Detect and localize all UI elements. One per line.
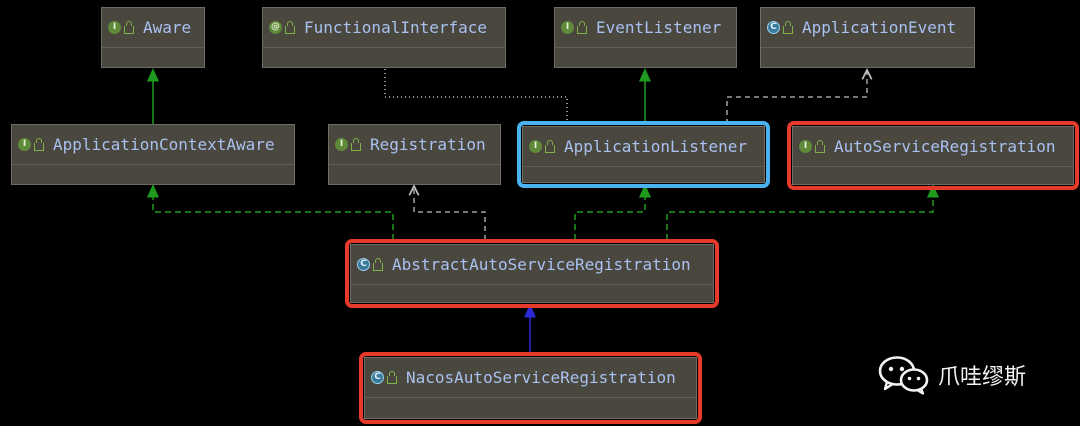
node-event-listener[interactable]: I EventListener — [554, 7, 737, 68]
interface-icon: I — [799, 140, 812, 153]
lock-icon — [545, 139, 555, 153]
annotation-icon: @ — [269, 21, 282, 34]
node-label: ApplicationEvent — [802, 18, 957, 37]
node-auto-service-registration[interactable]: I AutoServiceRegistration — [792, 126, 1074, 185]
node-abstract-auto-service-registration[interactable]: C AbstractAutoServiceRegistration — [350, 244, 714, 303]
node-registration[interactable]: I Registration — [328, 124, 501, 185]
highlight-application-listener — [517, 121, 770, 188]
edge-abstract-applicationlistener — [574, 184, 651, 240]
node-aware[interactable]: I Aware — [101, 7, 205, 68]
interface-icon: I — [529, 140, 542, 153]
interface-icon: I — [335, 138, 348, 151]
edge-applicationlistener-applicationevent — [726, 70, 867, 124]
watermark-text: 爪哇缪斯 — [938, 365, 1027, 390]
node-label: NacosAutoServiceRegistration — [406, 368, 676, 387]
node-application-context-aware[interactable]: I ApplicationContextAware — [11, 124, 295, 185]
node-label: Aware — [143, 18, 192, 37]
lock-icon — [815, 139, 825, 153]
edge-applicationlistener-functionalinterface — [384, 68, 568, 124]
node-label: ApplicationListener — [564, 137, 748, 156]
highlight-nacos-auto-service-registration — [359, 352, 702, 424]
lock-icon — [387, 370, 397, 384]
node-application-event[interactable]: C ApplicationEvent — [760, 7, 975, 68]
lock-icon — [285, 20, 295, 34]
interface-icon: I — [108, 21, 121, 34]
node-nacos-auto-service-registration[interactable]: C NacosAutoServiceRegistration — [364, 357, 697, 419]
class-icon: C — [767, 21, 780, 34]
node-application-listener[interactable]: I ApplicationListener — [522, 126, 765, 183]
lock-icon — [351, 137, 361, 151]
lock-icon — [34, 137, 44, 151]
edge-abstract-applicationcontextaware — [147, 184, 394, 240]
wechat-icon — [878, 356, 929, 395]
highlight-abstract-auto-service-registration — [345, 239, 719, 308]
node-label: AbstractAutoServiceRegistration — [392, 255, 691, 274]
class-icon: C — [357, 258, 370, 271]
highlight-auto-service-registration — [787, 121, 1079, 190]
node-label: Registration — [370, 135, 486, 154]
node-functional-interface[interactable]: @ FunctionalInterface — [262, 7, 506, 68]
interface-icon: I — [18, 138, 31, 151]
lock-icon — [373, 257, 383, 271]
node-label: AutoServiceRegistration — [834, 137, 1056, 156]
watermark: 爪哇缪斯 — [878, 355, 1026, 395]
node-label: EventListener — [596, 18, 722, 37]
edge-abstract-registration — [414, 186, 486, 240]
edge-abstract-autoserviceregistration — [666, 184, 939, 240]
node-label: FunctionalInterface — [304, 18, 488, 37]
lock-icon — [124, 20, 134, 34]
lock-icon — [577, 20, 587, 34]
lock-icon — [783, 20, 793, 34]
class-icon: C — [371, 371, 384, 384]
interface-icon: I — [561, 21, 574, 34]
node-label: ApplicationContextAware — [53, 135, 275, 154]
